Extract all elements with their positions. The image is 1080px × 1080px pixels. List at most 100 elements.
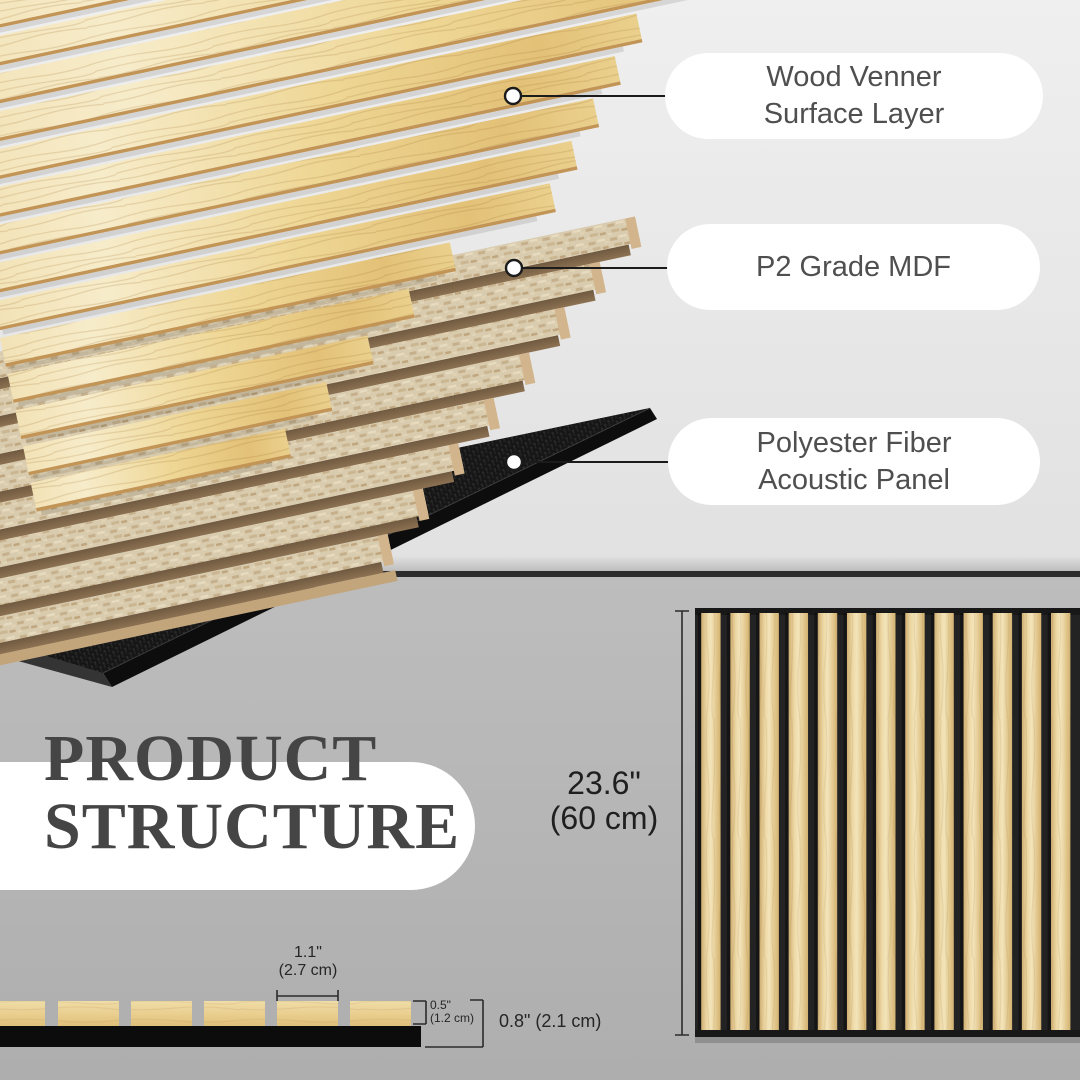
decorative-shape (131, 1001, 192, 1026)
decorative-shape (1051, 613, 1071, 1031)
dim-label-panel-height: 23.6" (60 cm) (549, 765, 659, 836)
callout-label-acoustic-text: Polyester Fiber Acoustic Panel (756, 426, 952, 496)
dim-bracket-panel-thickness (425, 999, 484, 1048)
cross-section-backer (0, 1026, 421, 1047)
decorative-shape (1018, 613, 1022, 1031)
decorative-shape (0, 183, 556, 328)
cross-section-slats (0, 1001, 411, 1026)
decorative-shape (701, 613, 721, 1031)
decorative-shape (0, 81, 621, 222)
decorative-shape (697, 613, 702, 1031)
decorative-shape (0, 38, 643, 186)
decorative-shape (0, 166, 578, 295)
decorative-shape (759, 613, 779, 1031)
dim-bracket-slat-thickness (413, 1000, 427, 1025)
decorative-shape (350, 1001, 411, 1026)
decorative-shape (0, 46, 624, 190)
decorative-shape (901, 613, 906, 1031)
decorative-shape (0, 88, 603, 227)
callout-label-mdf-text: P2 Grade MDF (756, 250, 951, 283)
decorative-shape (7, 288, 415, 400)
decorative-shape (0, 242, 456, 364)
decorative-shape (934, 613, 954, 1031)
slat-panel-front-view (695, 608, 1080, 1043)
callout-label-veneer: Wood Venner Surface Layer (665, 53, 1043, 139)
decorative-shape (58, 1001, 119, 1026)
decorative-shape (0, 0, 821, 150)
panel-top-edge (695, 608, 1080, 615)
decorative-shape (12, 314, 415, 403)
decorative-shape (0, 471, 455, 584)
decorative-shape (25, 368, 356, 444)
dim-label-slat-thickness: 0.5" (1.2 cm) (430, 998, 475, 1025)
decorative-shape (625, 216, 642, 249)
callout-dot-mdf (504, 258, 524, 278)
decorative-shape (0, 98, 599, 255)
dim-label-slat-width: 1.1" (2.7 cm) (278, 944, 338, 979)
decorative-shape (756, 613, 760, 1031)
decorative-shape (277, 1001, 338, 1026)
decorative-shape (483, 397, 500, 431)
decorative-shape (448, 443, 465, 476)
decorative-shape (28, 407, 333, 476)
decorative-shape (377, 533, 394, 567)
decorative-shape (0, 140, 577, 292)
decorative-shape (9, 275, 438, 371)
decorative-shape (905, 613, 925, 1031)
decorative-shape (36, 454, 292, 512)
callout-label-mdf: P2 Grade MDF (667, 224, 1040, 310)
callout-dot-acoustic (504, 452, 524, 472)
decorative-shape (413, 488, 430, 521)
decorative-shape (0, 55, 621, 219)
callout-dots (503, 86, 524, 472)
leader-lines (513, 95, 676, 463)
panel-slats (697, 613, 1071, 1031)
decorative-shape (5, 267, 456, 367)
callout-dot-veneer (503, 86, 523, 106)
decorative-shape (843, 613, 847, 1031)
decorative-shape (0, 443, 464, 573)
dim-bracket-slat-width (276, 990, 339, 1001)
decorative-shape (0, 516, 419, 620)
decorative-shape (0, 0, 813, 114)
decorative-shape (931, 613, 935, 1031)
decorative-shape (846, 613, 867, 1031)
dimension-marks (276, 610, 689, 1048)
dim-line-panel-height (675, 610, 689, 1036)
decorative-shape (0, 488, 429, 609)
decorative-shape (989, 613, 993, 1031)
decorative-shape (788, 613, 809, 1031)
callout-label-acoustic: Polyester Fiber Acoustic Panel (668, 418, 1040, 505)
panel-drop-shadow (695, 1037, 1080, 1043)
dim-label-panel-thickness: 0.8" (2.1 cm) (499, 1011, 602, 1031)
decorative-shape (22, 382, 332, 472)
decorative-shape (0, 0, 820, 147)
decorative-shape (0, 533, 393, 646)
decorative-shape (0, 1001, 45, 1026)
decorative-shape (30, 428, 291, 509)
decorative-shape (554, 307, 571, 340)
section-divider (0, 571, 1080, 577)
decorative-shape (40, 461, 273, 516)
decorative-shape (17, 321, 397, 408)
decorative-shape (0, 0, 806, 78)
decorative-shape (519, 352, 536, 385)
decorative-shape (2, 216, 538, 335)
decorative-shape (0, 0, 805, 74)
panel-bottom-edge (695, 1030, 1080, 1037)
decorative-shape (0, 123, 600, 259)
callout-label-veneer-text: Wood Venner Surface Layer (763, 61, 945, 130)
decorative-shape (726, 613, 731, 1031)
decorative-shape (960, 613, 964, 1031)
decorative-shape (1047, 613, 1051, 1031)
decorative-shape (0, 13, 642, 183)
decorative-shape (0, 570, 398, 667)
decorative-shape (730, 613, 750, 1031)
decorative-shape (0, 208, 556, 331)
decorative-shape (0, 173, 560, 299)
decorative-shape (15, 335, 373, 436)
decorative-shape (0, 0, 787, 82)
decorative-shape (814, 613, 818, 1031)
decorative-shape (0, 561, 384, 656)
